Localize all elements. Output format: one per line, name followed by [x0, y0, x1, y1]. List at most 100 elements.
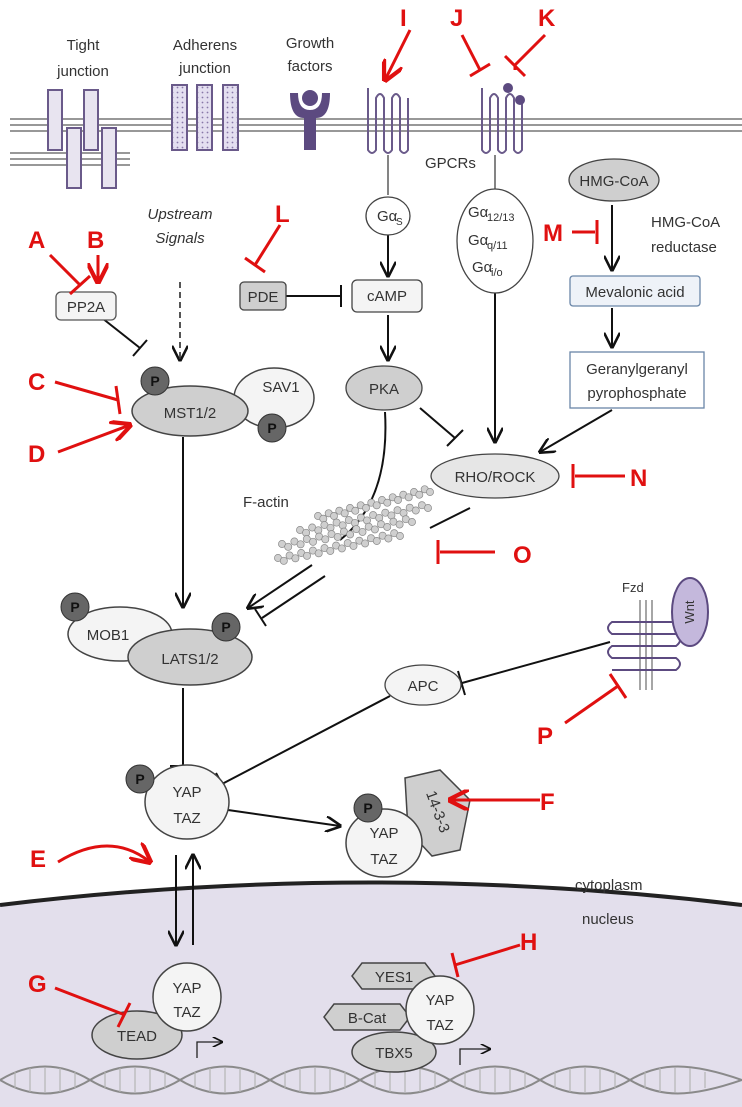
actin-bead: [395, 520, 404, 529]
adherens-junction: Adherens junction: [171, 37, 239, 151]
actin-bead: [394, 496, 402, 504]
growth-factors-label-2: factors: [287, 58, 332, 75]
marker-d-line: [57, 425, 130, 454]
label-n: N: [630, 465, 647, 492]
label-m: M: [543, 220, 563, 247]
actin-bead: [426, 488, 434, 496]
gas-label: Gα: [377, 208, 398, 225]
marker-e-line: [57, 846, 150, 862]
marker-p-line: [564, 684, 619, 725]
nucleus-region: [0, 880, 742, 1107]
hmgcoa-label: HMG-CoA: [579, 173, 648, 190]
yap-label-1433: YAP: [370, 825, 399, 842]
pde-label: PDE: [248, 289, 279, 306]
actin-bead: [330, 512, 338, 520]
growth-factors-label-1: Growth: [286, 35, 334, 52]
edge-factin-lats-1: [248, 564, 313, 608]
actin-bead: [361, 539, 370, 548]
galpha-node: [456, 188, 534, 294]
marker-a-line: [48, 253, 82, 287]
lats-phospho-label: P: [221, 619, 230, 635]
actin-bead: [309, 537, 317, 546]
yap-label-cyto: YAP: [173, 784, 202, 801]
marker-i-line: [385, 29, 412, 80]
gq11-subscript: q/11: [487, 240, 508, 252]
actin-bead: [346, 530, 355, 539]
f-actin-label: F-actin: [243, 494, 289, 511]
gpcrs-label: GPCRs: [425, 155, 476, 172]
actin-bead: [411, 506, 420, 515]
hmgcoa-reductase-label-2: reductase: [651, 239, 717, 256]
yap-label-tead: YAP: [173, 980, 202, 997]
edge-fzd-apc: [461, 641, 611, 684]
taz-label-1433: TAZ: [370, 851, 397, 868]
gio-subscript: i/o: [491, 267, 503, 279]
tight-junction-label-2: junction: [56, 63, 109, 80]
tead-label: TEAD: [117, 1028, 157, 1045]
mob1-label: MOB1: [87, 627, 130, 644]
label-h: H: [520, 929, 537, 956]
mst-sav1-complex: [131, 366, 315, 443]
f-actin-filaments: [274, 485, 434, 565]
mst-phospho-label: P: [150, 373, 159, 389]
actin-bead: [384, 534, 393, 543]
label-f: F: [540, 789, 555, 816]
label-o: O: [513, 542, 532, 569]
gas-node: [365, 196, 411, 236]
actin-bead: [358, 527, 367, 536]
camp-node: [351, 279, 423, 313]
wnt-label: Wnt: [682, 600, 697, 624]
actin-bead: [337, 544, 346, 553]
marker-h-line: [454, 943, 521, 967]
actin-bead: [338, 521, 347, 530]
actin-bead: [291, 554, 300, 563]
mevalonic-node: [569, 275, 701, 307]
actin-bead: [404, 493, 413, 502]
pp2a-node: [55, 291, 117, 321]
fzd-label: Fzd: [622, 580, 644, 595]
mob1-phospho-label: P: [70, 599, 79, 615]
gq11-label: Gα: [468, 232, 489, 249]
apc-node: [384, 664, 462, 706]
tight-junction-label-1: Tight: [67, 37, 101, 54]
yap-taz-cytoplasmic: [125, 764, 230, 840]
hmgcoa-reductase-label-1: HMG-CoA: [651, 214, 720, 231]
rho-rock-node: [430, 453, 560, 499]
gpcr-gs: [367, 88, 409, 195]
actin-bead: [408, 518, 416, 526]
lats-label: LATS1/2: [161, 651, 218, 668]
taz-label-tead: TAZ: [173, 1004, 200, 1021]
edge-rho-factin: [429, 507, 471, 529]
label-d: D: [28, 441, 45, 468]
label-c: C: [28, 369, 45, 396]
tbx5-label: TBX5: [375, 1045, 413, 1062]
actin-bead: [326, 546, 335, 555]
bcat-label: B-Cat: [348, 1010, 387, 1027]
label-a: A: [28, 227, 45, 254]
taz-label-cyto: TAZ: [173, 810, 200, 827]
label-b: B: [87, 227, 104, 254]
dna-helix: [0, 1065, 742, 1095]
actin-bead: [340, 509, 349, 518]
taz-label-tbx5: TAZ: [426, 1017, 453, 1034]
yap-label-tbx5: YAP: [426, 992, 455, 1009]
label-e: E: [30, 846, 46, 873]
edge-yap-1433: [227, 809, 340, 826]
actin-bead: [372, 501, 381, 510]
label-k: K: [538, 5, 556, 32]
marker-k-line: [513, 33, 547, 67]
actin-bead: [383, 498, 392, 507]
sav1-label: SAV1: [262, 379, 299, 396]
actin-bead: [279, 556, 288, 565]
upstream-signals-label-2: Signals: [155, 230, 205, 247]
mst-label: MST1/2: [164, 405, 217, 422]
gio-label: Gα: [472, 259, 493, 276]
yap-tead-complex: [91, 962, 222, 1060]
edge-factin-lats-2: [261, 575, 326, 619]
edge-ggpp-rho: [540, 409, 613, 452]
nucleus-label: nucleus: [582, 911, 634, 928]
actin-bead: [284, 542, 293, 551]
actin-bead: [415, 490, 424, 499]
yap-tbx5-complex: [323, 962, 490, 1073]
